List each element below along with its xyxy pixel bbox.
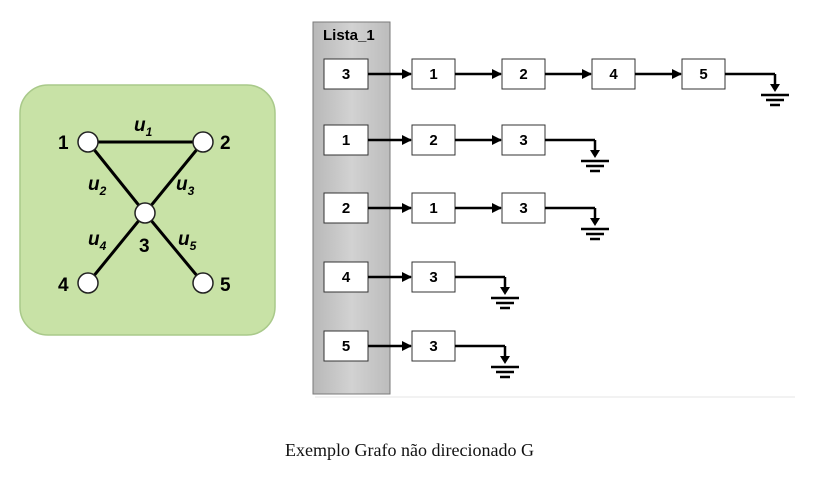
head-node-label: 5: [342, 338, 350, 355]
vertex-1: [77, 131, 99, 153]
edge-2-3: [143, 141, 205, 214]
figure-caption: Exemplo Grafo não direcionado G: [285, 440, 534, 460]
null-ground-icon: [761, 74, 789, 107]
edge-label-subscript: 2: [99, 184, 107, 198]
head-node-label: 4: [342, 269, 351, 286]
edge-label-subscript: 5: [190, 239, 197, 253]
list-node-label: 2: [519, 66, 527, 83]
list-node-label: 3: [429, 338, 437, 355]
edge-label-4: u4: [88, 229, 107, 253]
edge-4-3: [86, 212, 147, 284]
edge-label-main: u: [88, 229, 100, 250]
vertex-3: [134, 202, 156, 224]
vertex-label-4: 4: [58, 275, 69, 296]
null-pointer: [455, 275, 519, 310]
edge-label-1: u1: [134, 115, 153, 139]
list-node-box: [411, 261, 456, 293]
edge-label-2: u2: [88, 174, 107, 198]
list-node-label: 1: [429, 200, 437, 217]
vertex-label-2: 2: [220, 133, 231, 154]
adjacency-row-1: 1 2 3: [323, 124, 609, 173]
graph-edges: [86, 140, 205, 284]
edge-label-main: u: [88, 174, 100, 195]
list-node-label: 1: [429, 66, 437, 83]
vertex-label-5: 5: [220, 275, 231, 296]
edge-label-subscript: 4: [99, 239, 107, 253]
edge-label-5: u5: [178, 229, 197, 253]
adjacency-list-title: Lista_1: [323, 27, 375, 44]
list-node-box: [411, 58, 456, 90]
null-ground-icon: [581, 140, 609, 173]
list-node-box: [411, 192, 456, 224]
null-ground-icon: [491, 346, 519, 379]
list-node-box: [681, 58, 726, 90]
edge-label-subscript: 1: [146, 125, 153, 139]
vertex-label-1: 1: [58, 133, 69, 154]
head-node-box: [323, 124, 369, 156]
list-node-box: [501, 124, 546, 156]
head-node-box: [323, 192, 369, 224]
list-node-label: 3: [429, 269, 437, 286]
null-pointer: [725, 72, 789, 107]
head-node-box: [323, 58, 369, 90]
edge-label-main: u: [178, 229, 190, 250]
null-pointer: [455, 344, 519, 379]
head-node-label: 2: [342, 200, 350, 217]
list-node-box: [501, 58, 546, 90]
edge-label-subscript: 3: [188, 184, 195, 198]
list-node-box: [411, 124, 456, 156]
list-node-box: [411, 330, 456, 362]
vertex-2: [192, 131, 214, 153]
graph-vertices: 1 2 3 4 5: [58, 131, 231, 296]
list-node-box: [501, 192, 546, 224]
vertex-label-3: 3: [139, 236, 150, 257]
list-node-label: 2: [429, 132, 437, 149]
head-node-label: 3: [342, 66, 350, 83]
edge-label-main: u: [134, 115, 146, 136]
null-pointer: [545, 138, 609, 173]
null-ground-icon: [581, 208, 609, 241]
edge-label-main: u: [176, 174, 188, 195]
null-ground-icon: [491, 277, 519, 310]
list-node-label: 4: [609, 66, 618, 83]
edge-5-3: [143, 212, 205, 284]
head-node-box: [323, 330, 369, 362]
head-node-label: 1: [342, 132, 350, 149]
list-node-box: [591, 58, 636, 90]
edge-1-3: [86, 141, 147, 214]
edge-label-3: u3: [176, 174, 195, 198]
null-pointer: [545, 206, 609, 241]
head-node-box: [323, 261, 369, 293]
vertex-5: [192, 272, 214, 294]
list-node-label: 3: [519, 200, 527, 217]
adjacency-row-3: 3 1 2 4 5: [323, 58, 789, 107]
list-node-label: 3: [519, 132, 527, 149]
vertex-4: [77, 272, 99, 294]
list-node-label: 5: [699, 66, 707, 83]
adjacency-row-2: 2 1 3: [323, 192, 609, 241]
